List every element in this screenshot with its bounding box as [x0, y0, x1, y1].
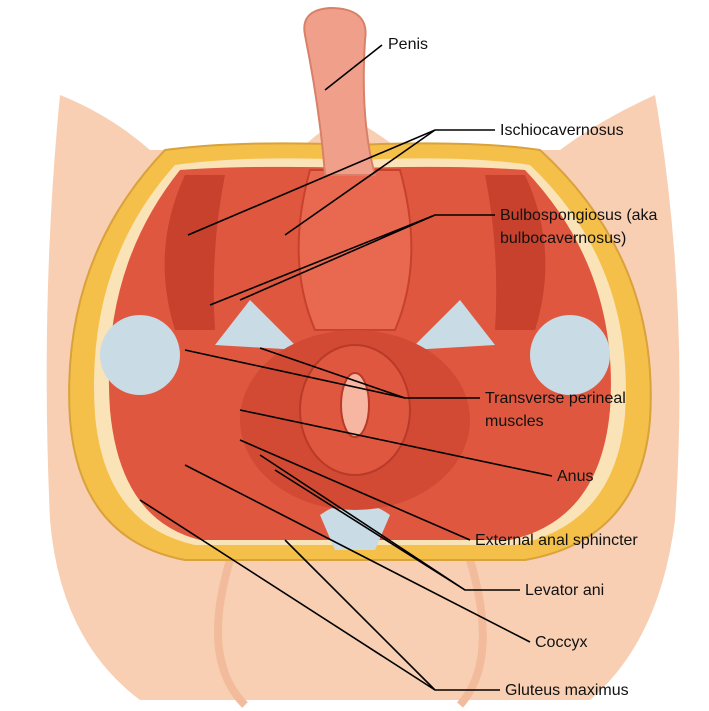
label-gluteus-maximus: Gluteus maximus: [505, 682, 629, 699]
ligament-left: [100, 315, 180, 395]
ligament-right: [530, 315, 610, 395]
label-penis: Penis: [388, 36, 428, 53]
label-ischiocavernosus: Ischiocavernosus: [500, 122, 624, 139]
label-bulbospongiosus-2: bulbocavernosus): [500, 230, 626, 247]
label-bulbospongiosus-1: Bulbospongiosus (aka: [500, 207, 658, 224]
label-levator-ani: Levator ani: [525, 582, 604, 599]
anus: [341, 373, 369, 437]
label-external-anal-sphincter: External anal sphincter: [475, 532, 638, 549]
label-coccyx: Coccyx: [535, 634, 587, 651]
label-anus: Anus: [557, 468, 593, 485]
label-transverse-1: Transverse perineal: [485, 390, 626, 407]
label-transverse-2: muscles: [485, 413, 544, 430]
